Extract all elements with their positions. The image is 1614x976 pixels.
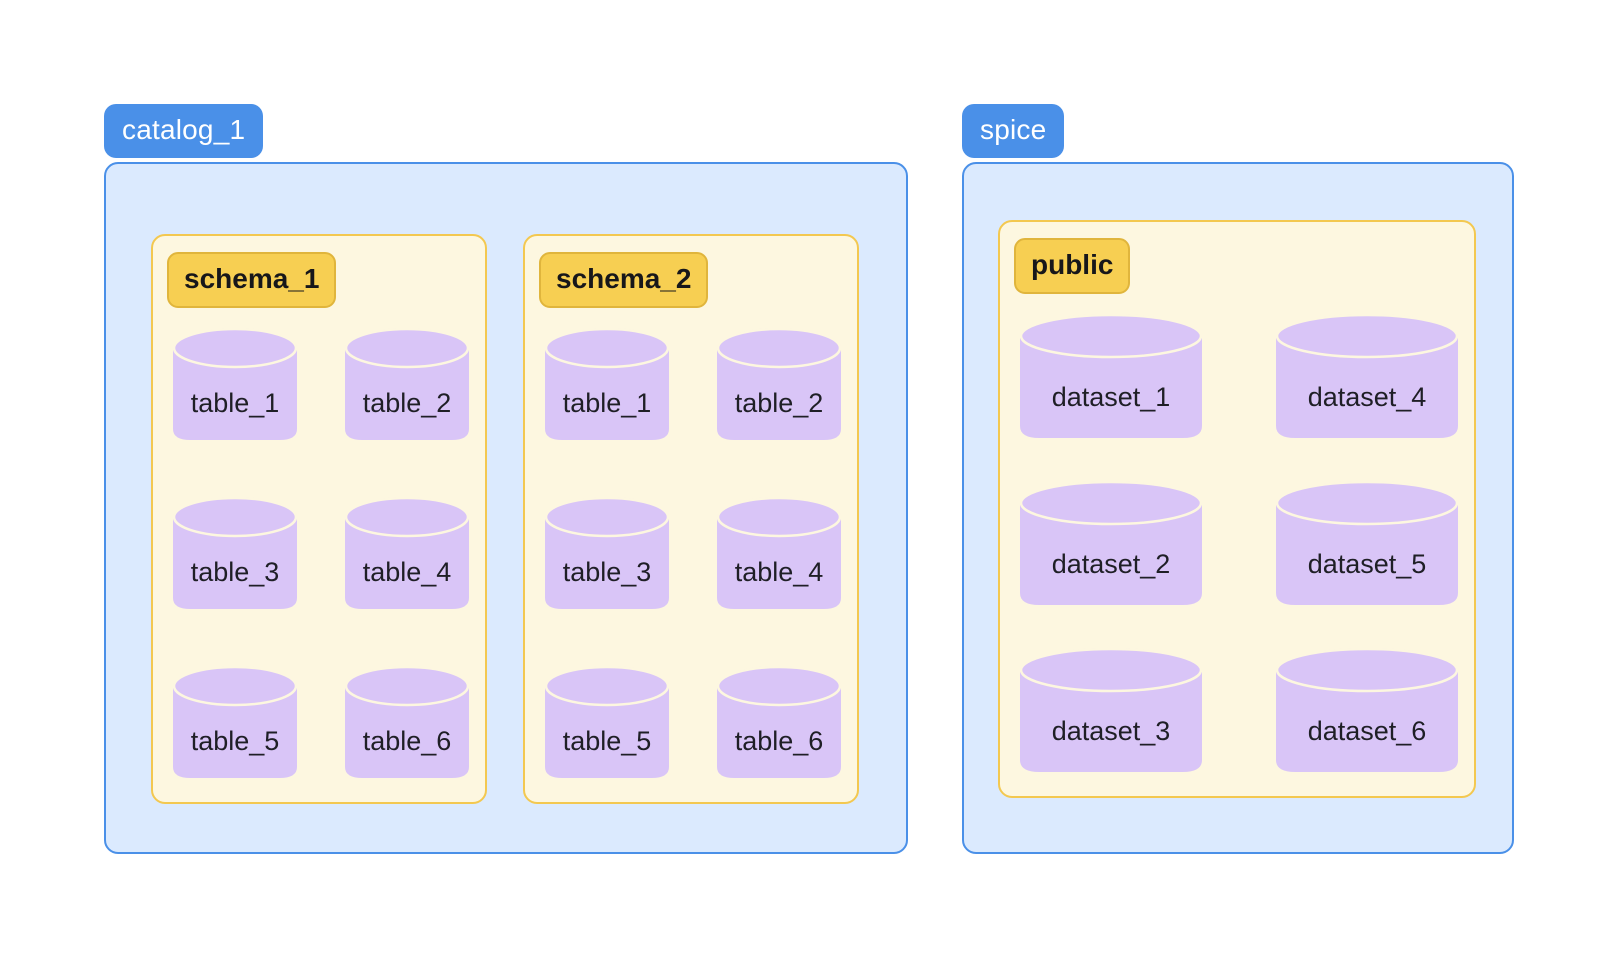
cylinder-table-6[interactable]: table_6: [717, 666, 841, 778]
cylinder-table-2[interactable]: table_2: [717, 328, 841, 440]
cylinder-shape: [1276, 314, 1458, 438]
group-chip-catalog-1[interactable]: catalog_1: [104, 104, 264, 158]
cylinder-shape: [345, 497, 469, 609]
cylinder-dataset-1[interactable]: dataset_1: [1020, 314, 1202, 438]
cylinder-shape: [717, 497, 841, 609]
cylinder-table-1[interactable]: table_1: [545, 328, 669, 440]
cylinder-table-3[interactable]: table_3: [545, 497, 669, 609]
cylinder-shape: [545, 666, 669, 778]
cylinder-table-6[interactable]: table_6: [345, 666, 469, 778]
cylinder-shape: [345, 328, 469, 440]
schema-chip-schema-2[interactable]: schema_2: [539, 252, 709, 308]
schema-chip-public[interactable]: public: [1014, 238, 1131, 294]
cylinder-shape: [173, 497, 297, 609]
cylinder-shape: [1020, 648, 1202, 772]
cylinder-table-3[interactable]: table_3: [173, 497, 297, 609]
cylinder-dataset-2[interactable]: dataset_2: [1020, 481, 1202, 605]
cylinder-dataset-5[interactable]: dataset_5: [1276, 481, 1458, 605]
cylinder-table-5[interactable]: table_5: [545, 666, 669, 778]
cylinder-shape: [1276, 481, 1458, 605]
cylinder-shape: [717, 328, 841, 440]
cylinder-shape: [345, 666, 469, 778]
cylinder-shape: [717, 666, 841, 778]
cylinder-dataset-4[interactable]: dataset_4: [1276, 314, 1458, 438]
cylinder-shape: [1020, 481, 1202, 605]
cylinder-shape: [1020, 314, 1202, 438]
schema-chip-schema-1[interactable]: schema_1: [167, 252, 337, 308]
cylinder-shape: [173, 328, 297, 440]
group-chip-spice[interactable]: spice: [962, 104, 1065, 158]
cylinder-dataset-6[interactable]: dataset_6: [1276, 648, 1458, 772]
cylinder-table-2[interactable]: table_2: [345, 328, 469, 440]
cylinder-shape: [1276, 648, 1458, 772]
cylinder-dataset-3[interactable]: dataset_3: [1020, 648, 1202, 772]
cylinder-table-4[interactable]: table_4: [717, 497, 841, 609]
cylinder-table-4[interactable]: table_4: [345, 497, 469, 609]
cylinder-shape: [173, 666, 297, 778]
cylinder-table-5[interactable]: table_5: [173, 666, 297, 778]
cylinder-shape: [545, 328, 669, 440]
cylinder-shape: [545, 497, 669, 609]
cylinder-table-1[interactable]: table_1: [173, 328, 297, 440]
